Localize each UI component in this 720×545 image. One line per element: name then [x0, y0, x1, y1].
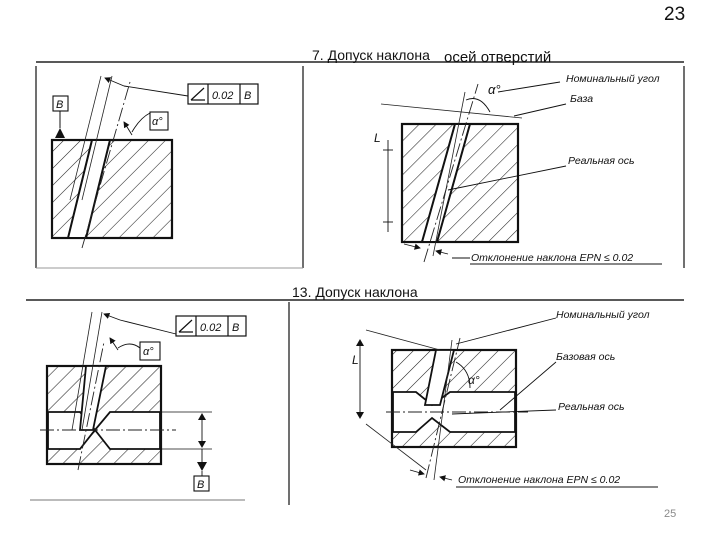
callout-leader-angle — [455, 317, 557, 345]
bottom-section: 13. Допуск наклона 0.02 B α° — [26, 284, 684, 505]
angle-arrow — [109, 337, 119, 351]
angle-label: α° — [468, 373, 480, 387]
top-section-title-overlay: осей отверстий — [444, 49, 551, 66]
bottom-right-diagram: L α° Номинальный угол Базовая ось Реальн… — [352, 309, 658, 488]
callout-leader-base-axis — [499, 361, 557, 411]
tolerance-leader — [119, 319, 177, 335]
datum-box — [193, 475, 210, 492]
length-label: L — [352, 353, 359, 367]
callout-real-axis: Реальная ось — [568, 155, 635, 167]
angularity-icon — [190, 87, 205, 101]
angle-label: α° — [488, 82, 501, 97]
inclined-hole — [420, 123, 472, 243]
tolerance-frame: 0.02 B — [187, 83, 259, 105]
inclined-hole — [66, 139, 112, 239]
deviation-arrow-right — [435, 249, 449, 256]
angle-arc — [117, 343, 141, 349]
angle-arc — [455, 361, 471, 389]
tolerance-datum: B — [244, 90, 251, 102]
callout-base: База — [570, 93, 593, 105]
part-block — [50, 138, 174, 240]
datum-triangle-icon — [197, 462, 207, 471]
length-label: L — [374, 131, 381, 145]
callout-nominal-angle: Номинальный угол — [556, 309, 650, 321]
length-arrow-top-icon — [356, 339, 364, 346]
deviation-arrow-left — [409, 469, 425, 476]
deviation-text: Отклонение наклона EPN ≤ 0.02 — [458, 474, 620, 486]
top-section: 7. Допуск наклона осей отверстий 0.02 B … — [35, 47, 685, 269]
callout-leader-real-axis — [447, 165, 567, 191]
deviation-text: Отклонение наклона EPN ≤ 0.02 — [471, 252, 633, 264]
deviation-arrow-left — [403, 243, 421, 250]
callout-base-axis: Базовая ось — [556, 351, 615, 363]
top-section-title: 7. Допуск наклона — [312, 47, 430, 63]
real-axis-line — [432, 91, 466, 257]
bottom-left-diagram: 0.02 B α° B — [40, 311, 247, 492]
angle-arc — [465, 98, 491, 113]
extension-line-1 — [69, 75, 102, 201]
datum-triangle-icon — [55, 128, 65, 138]
hole-axis — [81, 81, 131, 249]
datum-letter: B — [56, 99, 63, 111]
callout-real-axis: Реальная ось — [558, 401, 625, 413]
length-arrow-bottom-icon — [356, 412, 364, 419]
reference-line-top — [365, 329, 441, 351]
extension-line-2 — [81, 311, 103, 431]
tolerance-arrow — [103, 312, 121, 321]
top-right-diagram: L α° Номинальный угол База Реальная ось … — [374, 73, 662, 265]
reference-line-bottom — [365, 423, 427, 471]
tolerance-leader — [123, 85, 189, 97]
datum-dim-arrow-bottom-icon — [198, 441, 206, 448]
extension-line-1 — [71, 311, 93, 431]
angle-box — [139, 341, 161, 361]
reference-line — [380, 103, 523, 119]
callout-leader-angle — [497, 81, 561, 93]
page-number-top: 23 — [664, 4, 686, 25]
callout-leader-base — [513, 103, 567, 117]
tolerance-frame: 0.02 B — [175, 315, 247, 337]
tolerance-datum: B — [232, 322, 239, 334]
tolerance-value: 0.02 — [212, 90, 233, 102]
top-left-diagram: 0.02 B α° B — [50, 75, 259, 249]
real-axis-line — [433, 339, 453, 481]
datum-letter: B — [197, 479, 204, 491]
angle-arc — [131, 112, 151, 133]
bottom-section-title: 13. Допуск наклона — [292, 284, 418, 300]
page-number-bottom: 25 — [664, 508, 677, 520]
tolerance-value: 0.02 — [200, 322, 221, 334]
extension-line-2 — [81, 75, 113, 201]
angle-label: α° — [143, 346, 154, 358]
angle-arrow — [123, 121, 133, 136]
tolerance-arrow — [104, 77, 125, 87]
angle-label: α° — [152, 116, 163, 128]
datum-dim-arrow-top-icon — [198, 413, 206, 420]
callout-leader-real-axis — [451, 409, 557, 415]
nominal-axis — [423, 83, 479, 263]
angularity-icon — [178, 319, 193, 333]
callout-nominal-angle: Номинальный угол — [566, 73, 660, 85]
deviation-arrow-right — [439, 475, 453, 482]
angle-box — [149, 111, 169, 131]
inclined-hole — [423, 349, 456, 406]
